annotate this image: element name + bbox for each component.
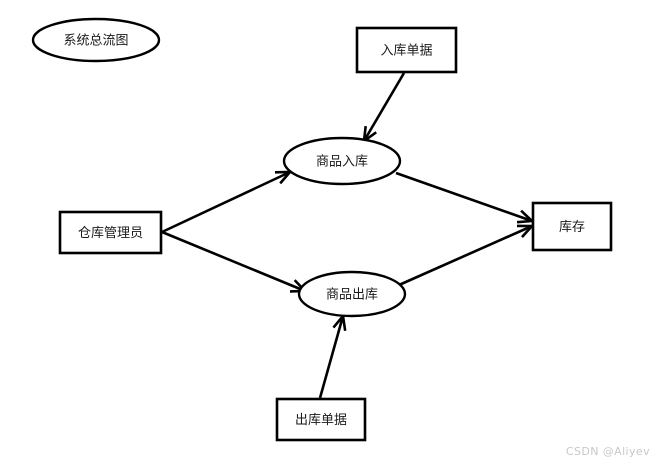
node-rect (58, 210, 163, 255)
edge-warehouse-manager-to-goods-inbound (161, 170, 293, 234)
watermark-label: CSDN @Aliyev (566, 445, 650, 458)
edge-line (161, 230, 306, 293)
node-outbound-document[interactable]: 出库单据 (275, 397, 367, 442)
edge-warehouse-manager-to-goods-outbound (161, 230, 308, 293)
node-goods-inbound[interactable]: 商品入库 (282, 136, 402, 186)
node-label: 商品出库 (326, 287, 378, 303)
node-goods-outbound[interactable]: 商品出库 (297, 270, 407, 318)
node-title[interactable]: 系统总流图 (31, 17, 161, 63)
node-label: 库存 (559, 219, 585, 235)
edge-line (362, 72, 406, 142)
edge-line (395, 171, 533, 223)
edge-line (318, 315, 345, 399)
node-inbound-document[interactable]: 入库单据 (355, 26, 458, 74)
node-label: 仓库管理员 (78, 225, 143, 241)
node-rect (275, 397, 367, 442)
node-ellipse (282, 136, 402, 186)
node-ellipse (31, 17, 161, 63)
node-label: 系统总流图 (63, 34, 128, 49)
edge-line (398, 224, 533, 287)
node-warehouse-manager[interactable]: 仓库管理员 (58, 210, 163, 255)
edge-layer (161, 72, 536, 399)
edge-goods-inbound-to-inventory (395, 171, 536, 224)
edge-line (161, 170, 291, 234)
node-inventory[interactable]: 库存 (531, 201, 613, 252)
edge-outbound-document-to-goods-outbound (318, 312, 347, 399)
edge-goods-outbound-to-inventory (398, 224, 535, 287)
node-ellipse (297, 270, 407, 318)
node-label: 商品入库 (316, 154, 368, 170)
node-rect (531, 201, 613, 252)
edge-inbound-document-to-goods-inbound (362, 72, 406, 144)
node-label: 入库单据 (380, 43, 432, 59)
node-label: 出库单据 (295, 412, 347, 428)
node-rect (355, 26, 458, 74)
